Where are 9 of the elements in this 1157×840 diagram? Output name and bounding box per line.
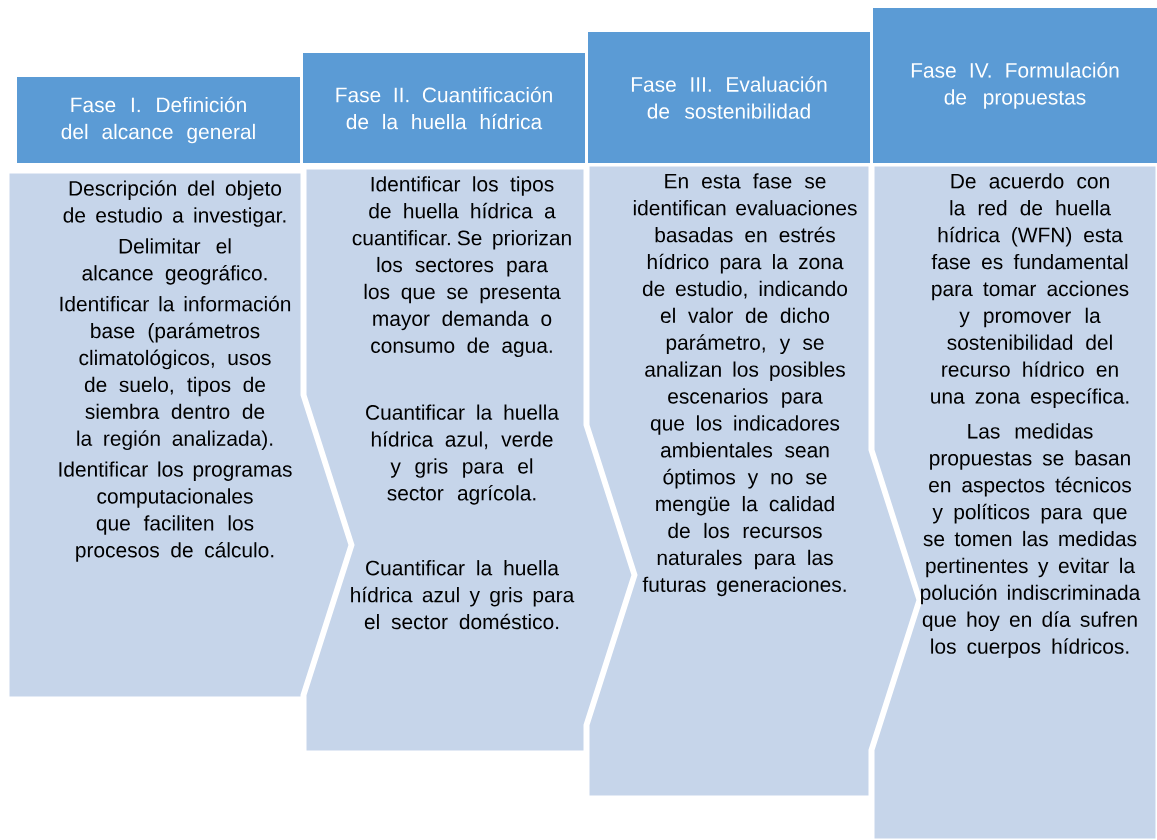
phase-header: Fase II. Cuantificación de la huella hídrica	[303, 53, 585, 163]
chevron-panel: De acuerdo con la red de huella hídrica (WFN) esta fase es fundamental para tomar acciones y promover la sostenibilidad del recurso hídrico en una zona específica. Las medidas propuestas se basan en aspectos técnicos y políticos para que se tomen las medidas pertinentes y evitar la polución indiscriminada que hoy en día sufren los cuerpos hídricos.	[871, 163, 1157, 840]
chevron-panel: Identificar los tipos de huella hídrica a cuantificar. Se priorizan los sectores para los que se presenta mayor demanda o consumo de agua. Cuantificar la huella hídrica azul, verde y gris para el sector agrícola. Cuantificar la huella hídrica azul y gris para el sector doméstico.	[303, 166, 635, 754]
chevron-panel: Descripción del objeto de estudio a investigar. Delimitar el alcance geográfico. Identificar la información base (parámetros climatológicos, usos de suelo, tipos de siembra dentro de la región analizada). Identificar los programas computacionales que faciliten los procesos de cálculo.	[6, 170, 352, 700]
chevron-panel: En esta fase se identifican evaluaciones basadas en estrés hídrico para la zona de estudio, indicando el valor de dicho parámetro, y se analizan los posibles escenarios para que los indicadores ambientales sean óptimos y no se mengüe la calidad de los recursos naturales para las futuras generaciones.	[586, 163, 920, 799]
node-label: En esta fase se identifican evaluaciones basadas en estrés hídrico para la zona de estudio, indicando el valor de dicho parámetro, y se analizan los posibles escenarios para que los indicadores ambientales sean óptimos y no se mengüe la calidad de los recursos naturales para las futuras generaciones.	[633, 173, 857, 597]
phase-header: Fase I. Definición del alcance general	[17, 77, 300, 163]
phase-header: Fase III. Evaluación de sostenibilidad	[588, 32, 870, 163]
phase-header: Fase IV. Formulación de propuestas	[873, 8, 1157, 163]
